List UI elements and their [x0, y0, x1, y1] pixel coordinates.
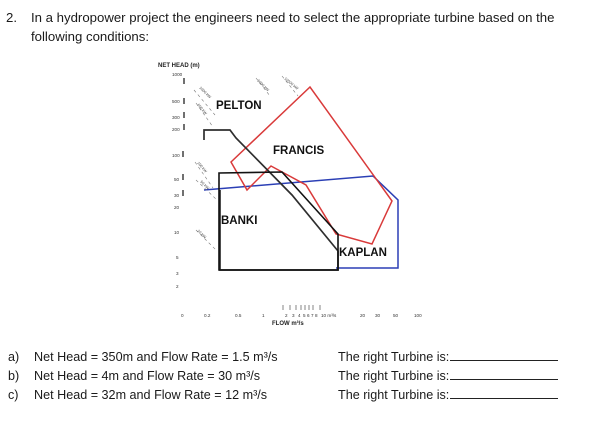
answer-a: The right Turbine is:	[338, 349, 559, 365]
x-tick-4: 4	[298, 313, 301, 318]
item-a-text: Net Head = 350m and Flow Rate = 1.5 m³/s	[34, 350, 278, 364]
x-tick-labels: 0 0.2 0.5 1 2 3 4 5 6 7 8 10 m³/s 20 30 …	[181, 313, 422, 318]
y-tick-2: 2	[176, 284, 179, 289]
y-tick-labels: 1000 500 300 200 100 50 30 20 10 5 3 2	[172, 72, 183, 289]
x-tick-1: 1	[262, 313, 265, 318]
x-tick-3: 3	[292, 313, 295, 318]
power-label-5000kw: 5000 kW	[256, 79, 270, 93]
item-b-label: b)	[8, 369, 20, 383]
item-b: b) Net Head = 4m and Flow Rate = 30 m³/s	[8, 368, 260, 384]
question-number: 2.	[6, 10, 17, 25]
francis-label: FRANCIS	[273, 145, 324, 157]
francis-region	[230, 85, 393, 245]
x-axis-ticks	[282, 305, 321, 310]
y-tick-5: 5	[176, 255, 179, 260]
power-label-10000kw: 10000 kW	[283, 77, 299, 91]
y-tick-30: 30	[174, 193, 180, 198]
x-tick-8: 8	[315, 313, 318, 318]
item-c-label: c)	[8, 388, 19, 402]
y-tick-100: 100	[172, 153, 180, 158]
x-tick-50: 50	[393, 313, 399, 318]
pelton-label: PELTON	[216, 100, 262, 112]
item-a-label: a)	[8, 350, 20, 364]
x-tick-30: 30	[375, 313, 381, 318]
answer-c-blank[interactable]	[450, 387, 559, 399]
x-tick-5: 5	[303, 313, 306, 318]
answer-c-prompt: The right Turbine is:	[338, 388, 450, 402]
y-tick-1000: 1000	[172, 72, 183, 77]
answer-b-blank[interactable]	[450, 368, 559, 380]
y-tick-3: 3	[176, 271, 179, 276]
x-tick-20: 20	[360, 313, 366, 318]
x-tick-0.5: 0.5	[235, 313, 242, 318]
kaplan-label: KAPLAN	[339, 247, 387, 259]
item-a: a) Net Head = 350m and Flow Rate = 1.5 m³…	[8, 349, 278, 365]
y-tick-300: 300	[172, 115, 180, 120]
x-tick-2: 2	[285, 313, 288, 318]
answer-b: The right Turbine is:	[338, 368, 559, 384]
power-lines	[193, 75, 299, 251]
y-axis-label: NET HEAD (m)	[158, 63, 200, 69]
banki-label: BANKI	[221, 215, 257, 227]
x-tick-100: 100	[414, 313, 422, 318]
answer-c: The right Turbine is:	[338, 387, 559, 403]
power-label-50kw: 50 kW	[199, 180, 210, 191]
y-axis-ticks	[182, 78, 185, 196]
power-label-100kw: 100 kW	[196, 161, 208, 174]
x-tick-10: 10 m³/s	[321, 313, 337, 318]
power-label-500kw: 500 kW	[196, 103, 208, 116]
x-tick-0.2: 0.2	[204, 313, 211, 318]
power-label-10kw: 10 kW	[196, 229, 207, 240]
kaplan-region	[203, 175, 399, 269]
item-c-text: Net Head = 32m and Flow Rate = 12 m³/s	[34, 388, 268, 402]
y-tick-50: 50	[174, 177, 180, 182]
item-b-text: Net Head = 4m and Flow Rate = 30 m³/s	[34, 369, 261, 383]
x-tick-7: 7	[311, 313, 314, 318]
question-text: In a hydropower project the engineers ne…	[31, 10, 555, 44]
item-c: c) Net Head = 32m and Flow Rate = 12 m³/s	[8, 387, 267, 403]
answer-a-blank[interactable]	[450, 349, 559, 361]
banki-region	[218, 171, 339, 271]
x-tick-0: 0	[181, 313, 184, 318]
answer-a-prompt: The right Turbine is:	[338, 350, 450, 364]
y-tick-200: 200	[172, 127, 180, 132]
y-tick-500: 500	[172, 99, 180, 104]
y-tick-10: 10	[174, 230, 180, 235]
answer-b-prompt: The right Turbine is:	[338, 369, 450, 383]
x-tick-6: 6	[307, 313, 310, 318]
y-tick-20: 20	[174, 205, 180, 210]
x-axis-label: FLOW m³/s	[272, 320, 304, 327]
power-label-1000kw: 1000 kW	[198, 86, 212, 100]
